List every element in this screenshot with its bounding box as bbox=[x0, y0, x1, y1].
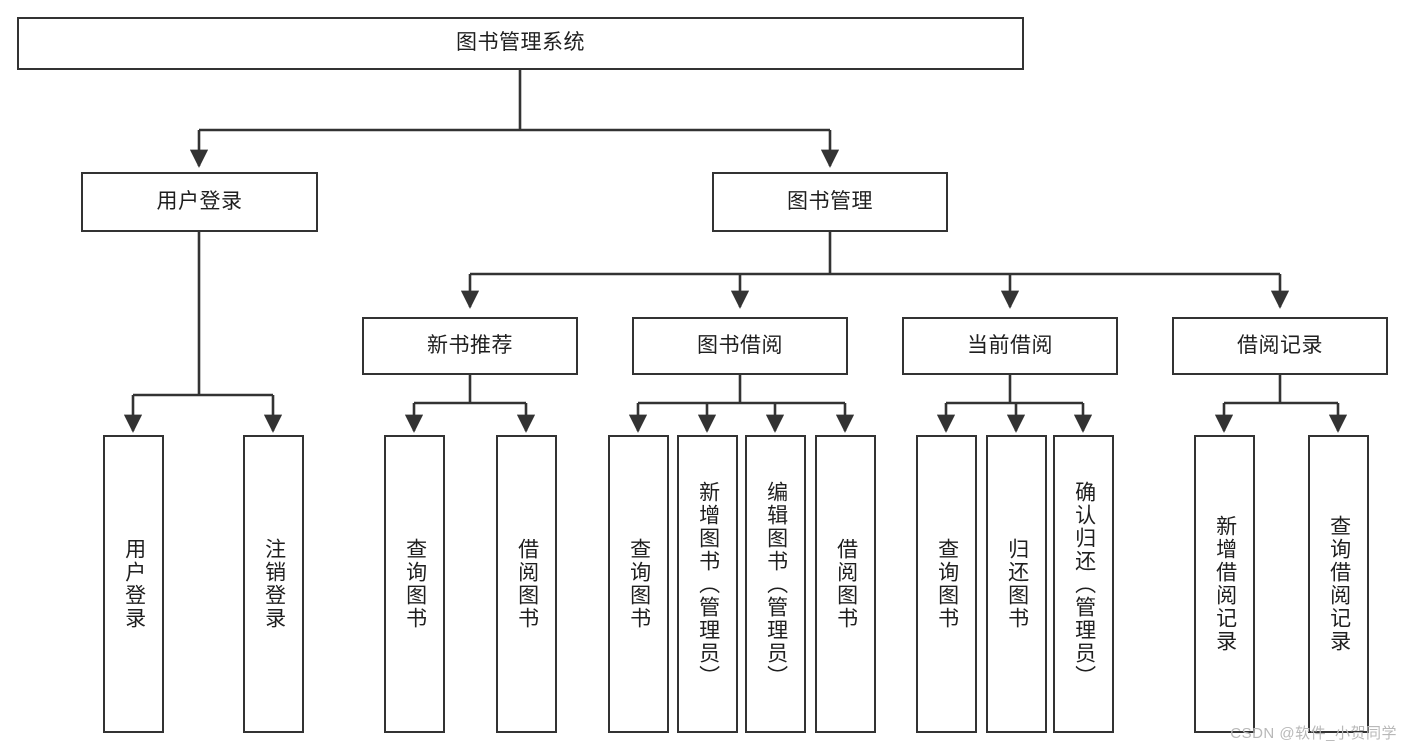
leaf-label: 注销登录 bbox=[262, 538, 286, 630]
leaf-user-login-login[interactable]: 用户登录 bbox=[103, 435, 164, 733]
leaf-label: 编辑图书（管理员） bbox=[764, 480, 788, 688]
node-label: 用户登录 bbox=[156, 189, 243, 213]
node-book-borrow[interactable]: 图书借阅 bbox=[632, 317, 848, 375]
node-current-borrow[interactable]: 当前借阅 bbox=[902, 317, 1118, 375]
leaf-label: 借阅图书 bbox=[515, 538, 539, 630]
node-label: 借阅记录 bbox=[1237, 333, 1323, 357]
leaf-label: 查询图书 bbox=[935, 538, 959, 630]
node-label: 当前借阅 bbox=[967, 333, 1053, 357]
leaf-current-borrow-return[interactable]: 归还图书 bbox=[986, 435, 1047, 733]
node-label: 图书管理系统 bbox=[456, 31, 585, 55]
leaf-label: 新增借阅记录 bbox=[1213, 515, 1237, 653]
node-label: 图书借阅 bbox=[697, 333, 783, 357]
leaf-new-book-borrow[interactable]: 借阅图书 bbox=[496, 435, 557, 733]
watermark-text: CSDN @软件_小贺同学 bbox=[1230, 725, 1397, 742]
leaf-current-borrow-confirm-return-admin[interactable]: 确认归还（管理员） bbox=[1053, 435, 1114, 733]
node-label: 图书管理 bbox=[787, 189, 873, 213]
leaf-label: 查询借阅记录 bbox=[1327, 515, 1351, 653]
leaf-current-borrow-query[interactable]: 查询图书 bbox=[916, 435, 977, 733]
leaf-user-login-logout[interactable]: 注销登录 bbox=[243, 435, 304, 733]
node-new-book-recommend[interactable]: 新书推荐 bbox=[362, 317, 578, 375]
node-user-login[interactable]: 用户登录 bbox=[81, 172, 318, 232]
leaf-label: 用户登录 bbox=[122, 538, 146, 630]
node-root-book-management-system[interactable]: 图书管理系统 bbox=[17, 17, 1024, 70]
leaf-new-book-query[interactable]: 查询图书 bbox=[384, 435, 445, 733]
node-book-management[interactable]: 图书管理 bbox=[712, 172, 948, 232]
leaf-book-borrow-edit-admin[interactable]: 编辑图书（管理员） bbox=[745, 435, 806, 733]
leaf-book-borrow-add-admin[interactable]: 新增图书（管理员） bbox=[677, 435, 738, 733]
leaf-borrow-record-add[interactable]: 新增借阅记录 bbox=[1194, 435, 1255, 733]
leaf-label: 查询图书 bbox=[403, 538, 427, 630]
leaf-label: 借阅图书 bbox=[834, 538, 858, 630]
leaf-book-borrow-query[interactable]: 查询图书 bbox=[608, 435, 669, 733]
leaf-label: 查询图书 bbox=[627, 538, 651, 630]
leaf-borrow-record-query[interactable]: 查询借阅记录 bbox=[1308, 435, 1369, 733]
leaf-label: 确认归还（管理员） bbox=[1072, 480, 1096, 688]
leaf-label: 新增图书（管理员） bbox=[696, 480, 720, 688]
leaf-book-borrow-borrow[interactable]: 借阅图书 bbox=[815, 435, 876, 733]
node-label: 新书推荐 bbox=[427, 333, 513, 357]
node-borrow-record[interactable]: 借阅记录 bbox=[1172, 317, 1388, 375]
leaf-label: 归还图书 bbox=[1005, 538, 1029, 630]
